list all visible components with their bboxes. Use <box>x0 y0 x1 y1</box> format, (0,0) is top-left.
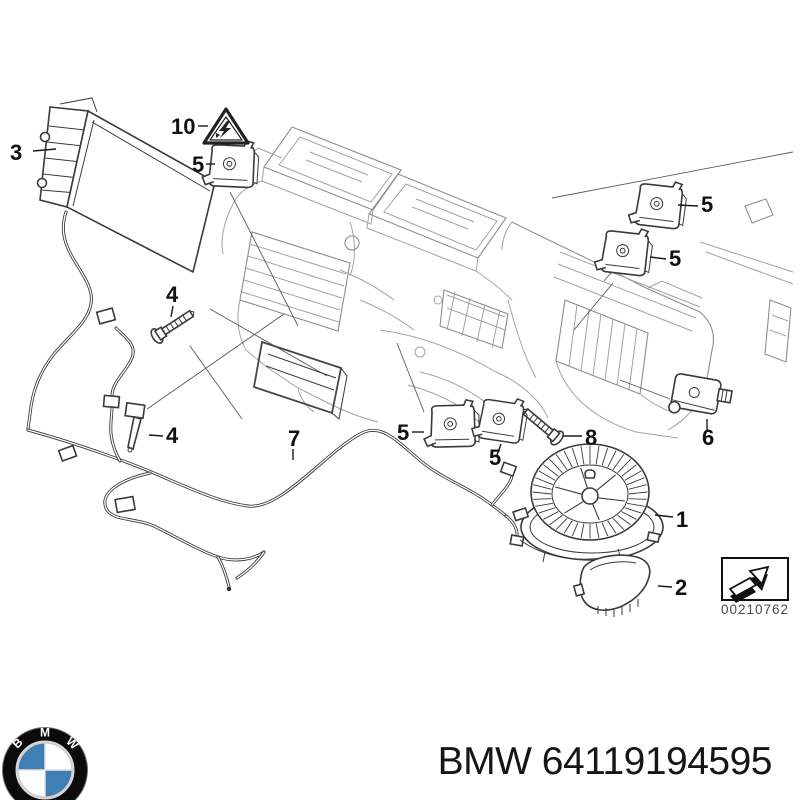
servo-actuator <box>469 389 534 449</box>
callout-leader-line <box>148 434 164 437</box>
part-label-6: 6 <box>702 425 714 450</box>
servo-actuator <box>626 173 693 235</box>
part-label-5: 5 <box>701 192 713 217</box>
part-label-5: 5 <box>397 420 409 445</box>
bmw-logo: B M W <box>2 726 88 800</box>
harness-connector <box>57 307 525 547</box>
blower-motor <box>512 443 664 563</box>
callout-leader-line <box>649 256 667 260</box>
warning-triangle-icon <box>202 107 250 145</box>
callout-leader-line <box>170 305 174 318</box>
part-label-4: 4 <box>166 282 179 307</box>
part-number-text: BMW 64119194595 <box>438 740 772 783</box>
callout-leader-line <box>657 585 673 588</box>
wiring-harness <box>26 307 525 592</box>
servo-actuator <box>422 396 483 451</box>
callout-labels: 3 10 5 5 5 4 4 7 5 5 8 6 1 2 <box>10 114 714 600</box>
callout-leader-line <box>654 514 674 518</box>
screw-bolt <box>148 304 200 346</box>
logo-letter-m: M <box>40 726 50 740</box>
coolant-hose <box>26 210 93 432</box>
part-label-5: 5 <box>192 152 204 177</box>
part-label-5: 5 <box>489 445 501 470</box>
temperature-sensor <box>124 401 146 453</box>
callout-leader-line <box>677 204 699 207</box>
part-label-5: 5 <box>669 246 681 271</box>
servo-actuator <box>592 220 659 282</box>
callout-leader-line <box>496 443 502 456</box>
part-label-7: 7 <box>288 426 300 451</box>
part-label-2: 2 <box>675 575 687 600</box>
part-label-8: 8 <box>585 425 597 450</box>
part-label-4: 4 <box>166 423 179 448</box>
part-label-3: 3 <box>10 140 22 165</box>
direction-arrow-box <box>721 557 789 603</box>
direction-arrow-icon <box>728 565 770 603</box>
blower-controller <box>572 554 651 617</box>
diagram-ref-code: 00210762 <box>721 602 789 617</box>
heater-core <box>36 97 216 274</box>
part-label-1: 1 <box>676 507 688 532</box>
part-label-10: 10 <box>171 114 195 139</box>
actuator-motor-6 <box>668 373 733 415</box>
callout-leader-line <box>32 148 57 152</box>
footwell-duct <box>252 340 348 420</box>
